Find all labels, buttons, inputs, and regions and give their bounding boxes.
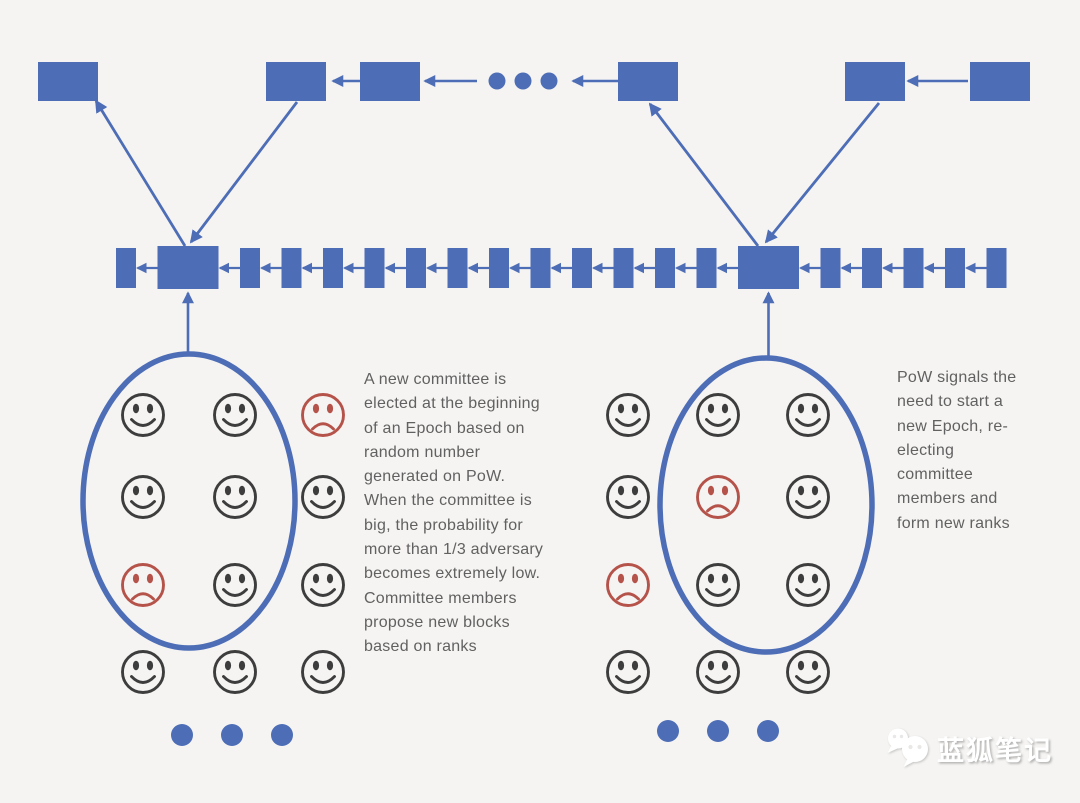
keyblock-to-pow-arrow	[94, 99, 187, 247]
epoch-keyblock	[738, 246, 799, 289]
microblock	[323, 248, 343, 288]
keyblock-to-pow-arrow	[648, 102, 760, 247]
microblock	[489, 248, 509, 288]
honest-smiley-face-icon	[121, 650, 165, 694]
adversary-frown-face-icon	[696, 475, 740, 519]
honest-smiley-face-icon	[213, 563, 257, 607]
watermark: 蓝狐笔记	[884, 727, 1053, 769]
pow-to-keyblock-arrow	[189, 101, 299, 244]
microblock	[862, 248, 882, 288]
pow-chain-block-1	[38, 62, 98, 101]
honest-smiley-face-icon	[213, 393, 257, 437]
honest-smiley-face-icon	[301, 475, 345, 519]
committee-ellipsis-dot	[757, 720, 779, 742]
microblock	[945, 248, 965, 288]
left-annotation: A new committee is elected at the beginn…	[364, 371, 544, 656]
committee-ellipse-left	[80, 351, 298, 651]
epoch-keyblock	[157, 246, 219, 289]
wechat-icon	[887, 728, 928, 767]
pow-to-keyblock-arrow	[764, 102, 881, 244]
honest-smiley-face-icon	[606, 393, 650, 437]
microblock	[116, 248, 136, 288]
honest-smiley-face-icon	[606, 475, 650, 519]
honest-smiley-face-icon	[213, 475, 257, 519]
committee-ellipsis-dot	[657, 720, 679, 742]
committee-ellipsis-dot	[707, 720, 729, 742]
honest-smiley-face-icon	[786, 650, 830, 694]
committee-ellipsis-dot	[171, 724, 193, 746]
microblock	[530, 248, 551, 288]
honest-smiley-face-icon	[696, 563, 740, 607]
committee-ellipsis-dot	[271, 724, 293, 746]
committee-ellipsis-dot	[221, 724, 243, 746]
microblock	[613, 248, 634, 288]
right-annotation: PoW signals the need to start a new Epoc…	[897, 369, 1017, 532]
microblock	[696, 248, 717, 288]
microblock	[240, 248, 260, 288]
microblock	[572, 248, 592, 288]
honest-smiley-face-icon	[696, 650, 740, 694]
pow-chain-block-2	[266, 62, 326, 101]
honest-smiley-face-icon	[786, 393, 830, 437]
adversary-frown-face-icon	[121, 563, 165, 607]
pow-chain-block-5	[845, 62, 905, 101]
pow-chain-block-6	[970, 62, 1030, 101]
pow-chain-ellipsis-dot	[540, 72, 558, 90]
microblock	[903, 248, 924, 288]
committee-ellipse-right	[657, 355, 875, 655]
honest-smiley-face-icon	[696, 393, 740, 437]
adversary-frown-face-icon	[301, 393, 345, 437]
honest-smiley-face-icon	[606, 650, 650, 694]
microblock	[406, 248, 426, 288]
honest-smiley-face-icon	[121, 475, 165, 519]
adversary-frown-face-icon	[606, 563, 650, 607]
honest-smiley-face-icon	[301, 563, 345, 607]
microblock	[986, 248, 1007, 288]
pow-chain-ellipsis-dot	[488, 72, 506, 90]
pow-chain-ellipsis-dot	[514, 72, 532, 90]
microblock	[655, 248, 675, 288]
honest-smiley-face-icon	[301, 650, 345, 694]
pow-chain-block-4	[618, 62, 678, 101]
pow-chain-block-3	[360, 62, 420, 101]
microblock	[447, 248, 468, 288]
watermark-label: 蓝狐笔记	[937, 735, 1053, 766]
microblock	[281, 248, 302, 288]
honest-smiley-face-icon	[213, 650, 257, 694]
microblock	[820, 248, 841, 288]
honest-smiley-face-icon	[786, 563, 830, 607]
honest-smiley-face-icon	[121, 393, 165, 437]
honest-smiley-face-icon	[786, 475, 830, 519]
microblock	[364, 248, 385, 288]
